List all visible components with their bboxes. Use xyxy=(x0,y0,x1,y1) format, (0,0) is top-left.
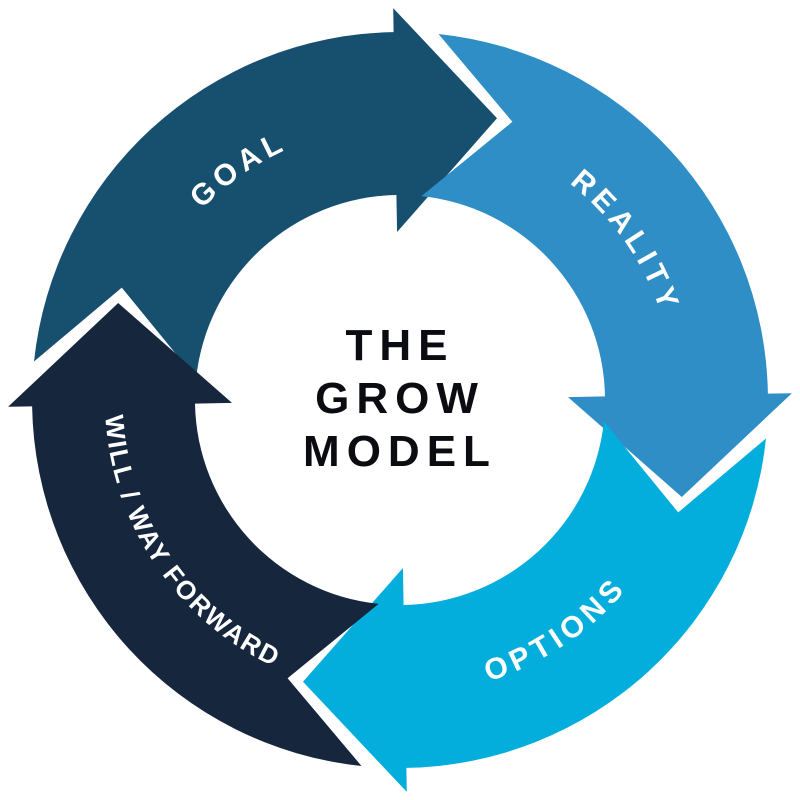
center-title-line-2: GROW xyxy=(315,374,485,423)
center-title-line-3: MODEL xyxy=(303,427,497,476)
center-title-line-1: THE xyxy=(346,321,455,370)
